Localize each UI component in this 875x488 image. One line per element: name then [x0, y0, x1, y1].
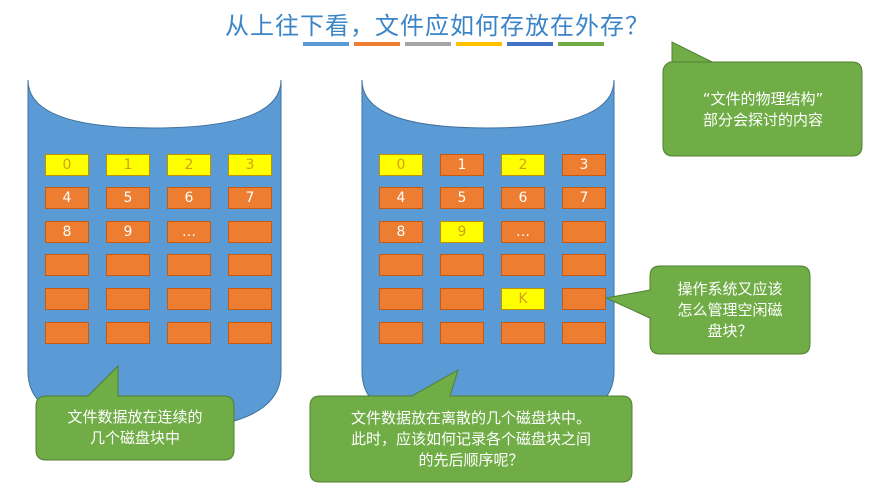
right-disk-block: 2 [501, 154, 545, 176]
callout-mid-right: 操作系统又应该 怎么管理空闲磁 盘块？ [677, 279, 783, 340]
left-disk-block [106, 322, 150, 344]
right-disk-block: 6 [501, 187, 545, 209]
right-disk-block: K [501, 288, 545, 310]
right-disk-block: 0 [379, 154, 423, 176]
left-disk-block [228, 288, 272, 310]
right-disk-block: 3 [562, 154, 606, 176]
right-disk-block [501, 254, 545, 276]
color-bar-2 [405, 42, 451, 46]
right-disk-block [562, 288, 606, 310]
right-disk-block [501, 322, 545, 344]
right-disk-block [379, 254, 423, 276]
right-disk-block [562, 322, 606, 344]
callout-bottom-left-shape [35, 364, 235, 461]
left-disk-block [45, 254, 89, 276]
left-disk-block [167, 288, 211, 310]
left-disk-block [45, 322, 89, 344]
callout-top-right: “文件的物理结构” 部分会探讨的内容 [702, 90, 824, 129]
right-disk-block [562, 221, 606, 243]
left-disk-block: … [167, 221, 211, 243]
left-disk-block: 9 [106, 221, 150, 243]
left-disk-block [106, 254, 150, 276]
left-disk-block: 4 [45, 187, 89, 209]
right-disk-block [440, 254, 484, 276]
color-bar-5 [558, 42, 604, 46]
callout-bottom-mid-shape [309, 368, 633, 483]
left-disk-block: 7 [228, 187, 272, 209]
left-disk-block [167, 322, 211, 344]
right-disk-block [379, 288, 423, 310]
left-disk-block [106, 288, 150, 310]
left-disk-block [45, 288, 89, 310]
page-title: 从上往下看，文件应如何存放在外存？ [225, 12, 650, 40]
left-disk-block [228, 322, 272, 344]
callout-bottom-mid: 文件数据放在离散的几个磁盘块中。 此时，应该如何记录各个磁盘块之间 的先后顺序呢… [350, 408, 591, 469]
right-disk-block [440, 288, 484, 310]
right-disk-block: … [501, 221, 545, 243]
callout-top-right-shape [662, 41, 863, 157]
left-disk-block: 0 [45, 154, 89, 176]
left-disk-block: 8 [45, 221, 89, 243]
right-disk-block: 8 [379, 221, 423, 243]
right-disk-block [562, 254, 606, 276]
left-disk-block [167, 254, 211, 276]
right-disk-block: 1 [440, 154, 484, 176]
left-disk-block: 2 [167, 154, 211, 176]
right-disk-block: 9 [440, 221, 484, 243]
color-bar-4 [507, 42, 553, 46]
right-disk-block [440, 322, 484, 344]
callout-mid-right-shape [604, 265, 811, 355]
left-disk-block [228, 221, 272, 243]
color-bar-0 [303, 42, 349, 46]
left-disk-block: 3 [228, 154, 272, 176]
left-disk-block: 1 [106, 154, 150, 176]
right-disk-block [379, 322, 423, 344]
left-disk-block [228, 254, 272, 276]
callout-bottom-left: 文件数据放在连续的 几个磁盘块中 [67, 408, 203, 447]
right-disk-block: 7 [562, 187, 606, 209]
right-disk-block: 5 [440, 187, 484, 209]
right-disk-block: 4 [379, 187, 423, 209]
color-bar-1 [354, 42, 400, 46]
left-disk-block: 5 [106, 187, 150, 209]
color-bar-3 [456, 42, 502, 46]
left-disk-block: 6 [167, 187, 211, 209]
